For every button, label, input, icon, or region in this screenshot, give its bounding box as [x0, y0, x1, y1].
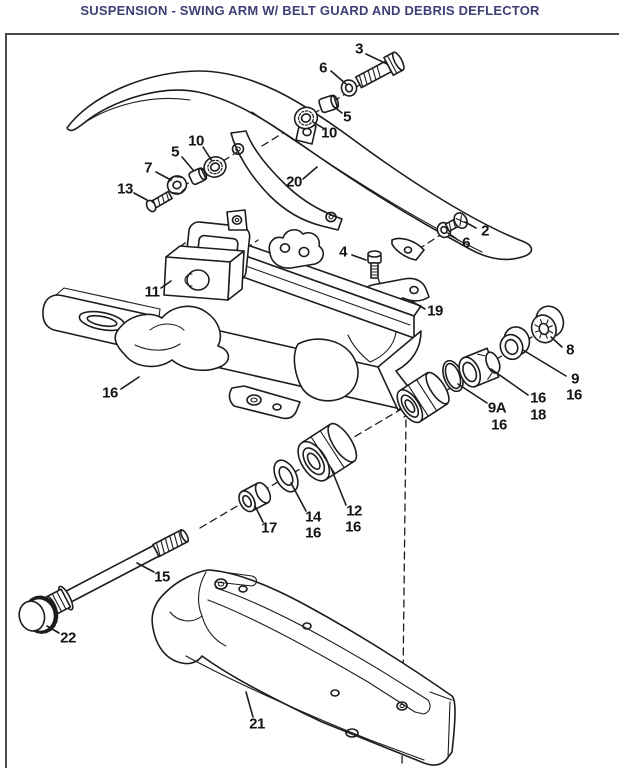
end-cap-22 [18, 595, 59, 634]
rear-screw-hardware [436, 212, 468, 239]
diagram-frame [5, 33, 619, 768]
tube-ear-bracket [268, 229, 324, 269]
spacer-16-18 [458, 347, 501, 388]
part-callout-10: 10 [321, 124, 337, 142]
bolt-3 [354, 51, 405, 89]
bushing-9 [499, 326, 531, 361]
part-callout-16: 16 [530, 389, 546, 407]
part-callout-14: 14 [305, 508, 321, 526]
right-bushing-set [442, 305, 565, 393]
part-callout-12: 12 [346, 502, 362, 520]
part-callout-15: 15 [154, 568, 170, 586]
belt-guard-upper-hardware [293, 51, 405, 130]
part-callout-17: 17 [261, 519, 277, 537]
part-callout-16: 16 [566, 386, 582, 404]
part-callout-10: 10 [188, 132, 204, 150]
part-callout-9A: 9A [487, 399, 507, 417]
screw-13 [145, 190, 173, 213]
block-11 [163, 245, 245, 301]
part-callout-16: 16 [491, 416, 507, 434]
part-callout-18: 18 [530, 406, 546, 424]
part-callout-4: 4 [339, 243, 347, 261]
swing-arm [42, 287, 450, 424]
callout-leader-lines [46, 53, 567, 718]
part-callout-22: 22 [60, 629, 76, 647]
debris-deflector [151, 569, 456, 766]
part-callout-6: 6 [462, 234, 470, 252]
part-callout-8: 8 [566, 341, 574, 359]
screw-2 [444, 212, 468, 232]
part-callout-13: 13 [117, 180, 133, 198]
part-callout-5: 5 [171, 143, 179, 161]
nut-7 [166, 175, 188, 195]
spacer-left [188, 167, 208, 186]
part-callout-16: 16 [345, 518, 361, 536]
part-callout-16: 16 [102, 384, 118, 402]
part-callout-21: 21 [249, 715, 265, 733]
part-callout-19: 19 [427, 302, 443, 320]
spacer-upper [318, 94, 340, 114]
part-callout-20: 20 [286, 173, 302, 191]
grommet-upper [293, 106, 319, 130]
part-callout-2: 2 [481, 222, 489, 240]
part-callout-11: 11 [144, 283, 160, 301]
belt-guard-left-hardware [145, 156, 227, 213]
locknut-8 [530, 305, 565, 344]
part-callout-9: 9 [571, 370, 579, 388]
pivot-tube-assembly [163, 209, 422, 339]
belt-guard [66, 70, 533, 261]
part-callout-3: 3 [355, 40, 363, 58]
part-callout-16: 16 [305, 524, 321, 542]
page-title: SUSPENSION - SWING ARM W/ BELT GUARD AND… [80, 3, 540, 18]
part-callout-7: 7 [144, 159, 152, 177]
arm-boss-bushing [396, 371, 450, 424]
part-callout-6: 6 [319, 59, 327, 77]
spacer-17 [238, 481, 272, 513]
part-callout-5: 5 [343, 108, 351, 126]
bolt-4 [367, 250, 382, 279]
